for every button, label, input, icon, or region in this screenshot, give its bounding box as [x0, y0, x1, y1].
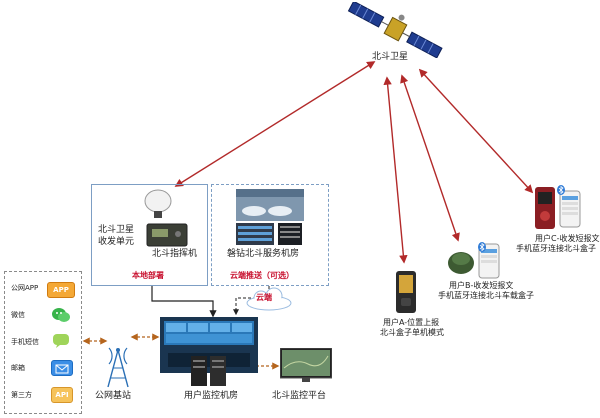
api-badge-icon: API [51, 387, 73, 403]
channel-list-box: 公网APP APP 微信 手机短信 邮箱 第三方 API [4, 271, 82, 414]
channel-label-email: 邮箱 [11, 364, 25, 372]
base-station-label: 公网基站 [95, 391, 132, 401]
phone-c-icon [559, 190, 581, 228]
bluetooth-c-icon [557, 180, 565, 195]
base-station-tower-icon [100, 342, 136, 388]
cloud-push-box [211, 184, 329, 286]
monitor-room-photo-icon [160, 317, 258, 373]
user-room-label: 用户监控机房 [184, 391, 239, 401]
cloud-label: 云端 [256, 293, 272, 302]
server-room-photo-icon [236, 189, 304, 221]
user-c-line1: 用户C-收发短报文 [535, 234, 600, 243]
email-icon [51, 360, 73, 376]
command-label: 北斗指挥机 [152, 249, 198, 259]
cloud-push-label: 云端推送（可选） [230, 271, 294, 280]
link-sat-local [174, 61, 376, 187]
link-sat-user-b [400, 74, 460, 242]
api-badge-text: API [55, 391, 69, 399]
server-rack-icon [236, 223, 304, 245]
sms-icon [51, 333, 71, 348]
app-badge-icon: APP [47, 282, 75, 298]
antenna-dome-icon [143, 189, 173, 219]
command-device-icon [146, 221, 188, 247]
satellite-group [340, 0, 450, 59]
cloud-icon [244, 287, 294, 311]
satellite-icon [347, 0, 443, 59]
unit-label-line2: 收发单元 [98, 237, 135, 247]
platform-label: 北斗监控平台 [272, 391, 327, 401]
beidou-box-icon [395, 270, 417, 314]
server-room-label: 磐钻北斗服务机房 [227, 249, 300, 259]
user-a-line1: 用户A-位置上报 [383, 318, 440, 327]
vehicle-box-icon [446, 247, 476, 275]
wechat-icon [51, 307, 71, 322]
local-deploy-box [91, 184, 208, 286]
beidou-box-c-icon [534, 186, 556, 230]
deploy-label: 本地部署 [132, 271, 164, 280]
bluetooth-b-icon [478, 237, 486, 252]
monitor-room-rack-icon [191, 356, 227, 386]
monitor-platform-screen-icon [279, 347, 333, 384]
user-b-line1: 用户B-收发短报文 [449, 281, 514, 290]
unit-label-line1: 北斗卫星 [98, 225, 135, 235]
phone-b-icon [478, 243, 500, 279]
channel-label-third-party: 第三方 [11, 391, 32, 399]
link-local-room [151, 286, 217, 318]
link-sat-user-c [418, 68, 534, 194]
user-a-line2: 北斗盒子单机模式 [380, 328, 444, 337]
app-badge-text: APP [53, 286, 69, 294]
satellite-label: 北斗卫星 [372, 52, 409, 62]
user-b-line2: 手机蓝牙连接北斗车载盒子 [438, 291, 534, 300]
channel-label-app: 公网APP [11, 284, 39, 292]
channel-label-sms: 手机短信 [11, 338, 39, 346]
channel-label-wechat: 微信 [11, 311, 25, 319]
link-sat-user-a [383, 76, 408, 264]
user-c-line2: 手机蓝牙连接北斗盒子 [516, 244, 596, 253]
